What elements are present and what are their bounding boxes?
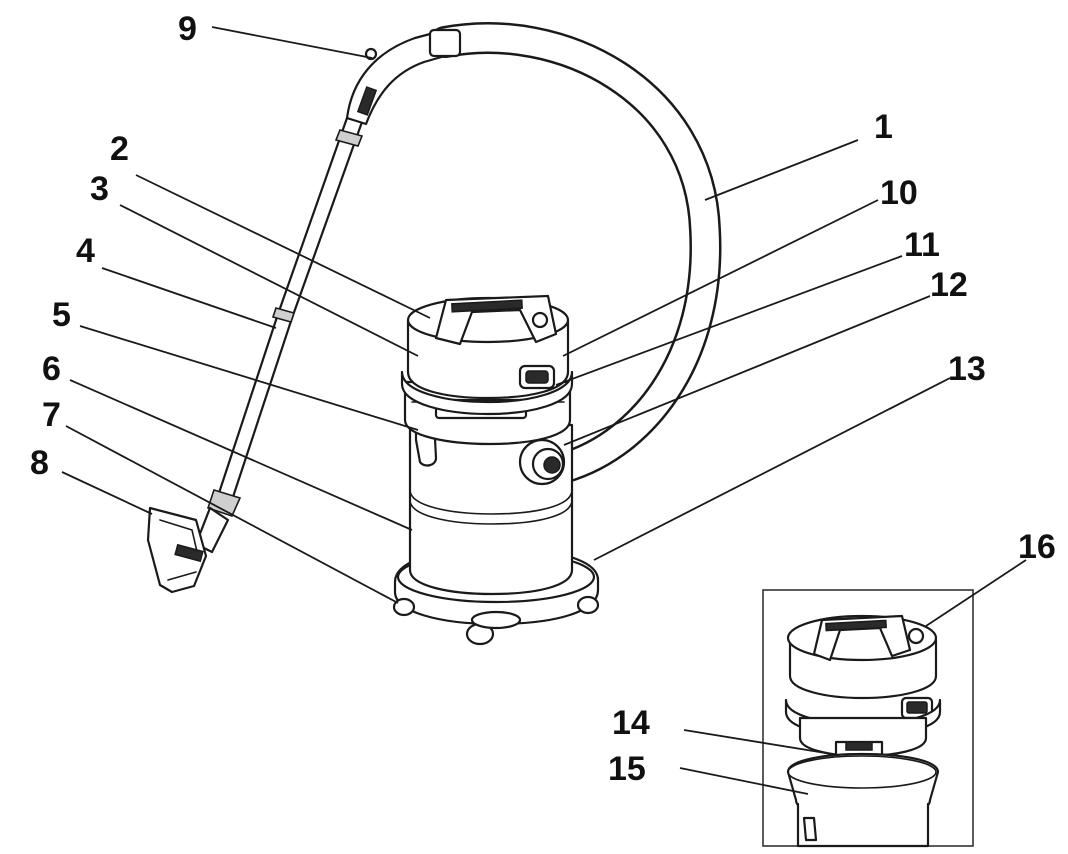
leader-lines — [61, 26, 1027, 795]
inset-detail — [762, 589, 974, 848]
callout-10: 10 — [880, 174, 918, 212]
leader-6 — [69, 379, 413, 531]
leader-7 — [65, 425, 399, 604]
callout-6: 6 — [42, 350, 61, 388]
callout-16: 16 — [1018, 528, 1056, 566]
callout-4: 4 — [76, 232, 95, 270]
callout-12: 12 — [930, 266, 968, 304]
leader-10 — [562, 199, 879, 357]
leader-15 — [679, 767, 809, 795]
callout-2: 2 — [110, 130, 129, 168]
motor-head — [400, 294, 574, 446]
leader-1 — [704, 139, 859, 201]
leader-14 — [683, 729, 839, 756]
callout-13: 13 — [948, 350, 986, 388]
floor-nozzle — [146, 489, 242, 594]
leader-3 — [119, 204, 419, 357]
leader-11 — [555, 255, 903, 386]
leader-5 — [79, 325, 419, 431]
callout-3: 3 — [90, 170, 109, 208]
callout-7: 7 — [42, 396, 61, 434]
callout-1: 1 — [874, 108, 893, 146]
leader-16 — [925, 559, 1027, 627]
callout-numbers: 1 2 3 4 5 6 7 8 9 10 11 12 13 14 15 16 — [30, 10, 1056, 788]
callout-5: 5 — [52, 296, 71, 334]
leader-13 — [593, 377, 951, 561]
leader-4 — [101, 267, 277, 329]
callout-8: 8 — [30, 444, 49, 482]
suction-wand — [216, 116, 364, 502]
flexible-hose — [429, 22, 722, 486]
callout-15: 15 — [608, 750, 646, 788]
callout-14: 14 — [612, 704, 650, 742]
leader-2 — [135, 174, 431, 319]
callout-9: 9 — [178, 10, 197, 48]
dust-tank — [408, 418, 574, 596]
callout-11: 11 — [904, 226, 940, 264]
hose-handle — [345, 28, 462, 126]
leader-12 — [563, 295, 931, 446]
leader-8 — [61, 471, 153, 515]
leader-9 — [211, 26, 373, 59]
